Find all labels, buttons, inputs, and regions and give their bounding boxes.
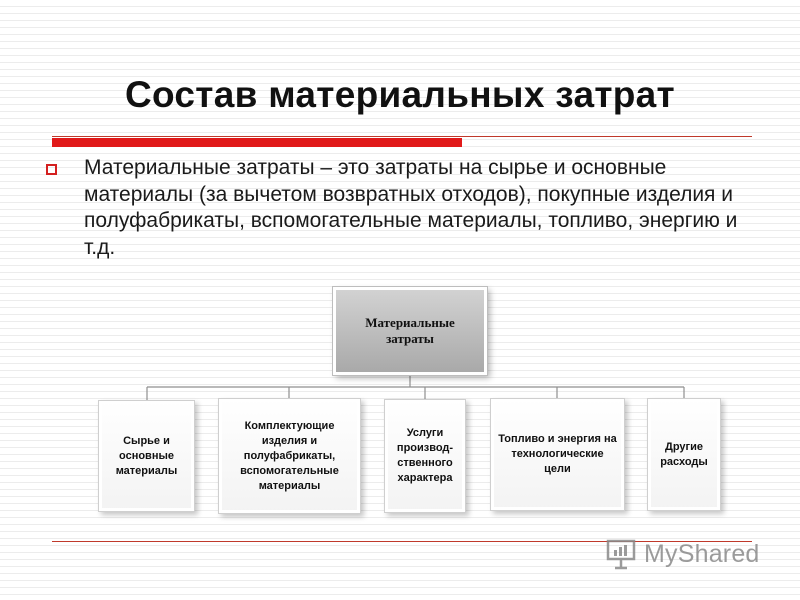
- node-label: Топливо и энергия на технологические цел…: [498, 433, 617, 475]
- presentation-board-icon: [606, 539, 636, 570]
- definition-text: Материальные затраты – это затраты на сы…: [84, 156, 738, 259]
- node-label: Комплектующие изделия и полуфабрикаты, в…: [240, 419, 339, 492]
- node-label: Сырье и основные материалы: [115, 434, 178, 477]
- diagram-node-fuel-energy: Топливо и энергия на технологические цел…: [490, 398, 625, 511]
- root-node-label: Материальные затраты: [365, 315, 455, 346]
- watermark-logo: MyShared: [606, 536, 760, 572]
- diagram-node-raw-materials: Сырье и основные материалы: [98, 400, 195, 512]
- diagram-node-components: Комплектующие изделия и полуфабрикаты, в…: [218, 398, 361, 514]
- node-label: Услуги производ-ственного характера: [396, 427, 454, 484]
- diagram-root-node: Материальные затраты: [332, 286, 488, 376]
- diagram-node-services: Услуги производ-ственного характера: [384, 399, 466, 513]
- bullet-square-icon: [46, 164, 57, 175]
- title-underline-thin: [52, 136, 752, 137]
- title-underline-accent: [52, 138, 462, 147]
- diagram-node-other-expenses: Другие расходы: [647, 398, 721, 511]
- watermark-text: MyShared: [644, 539, 760, 568]
- footer-divider: [52, 541, 752, 542]
- slide-title: Состав материальных затрат: [125, 74, 675, 115]
- node-label: Другие расходы: [660, 440, 708, 468]
